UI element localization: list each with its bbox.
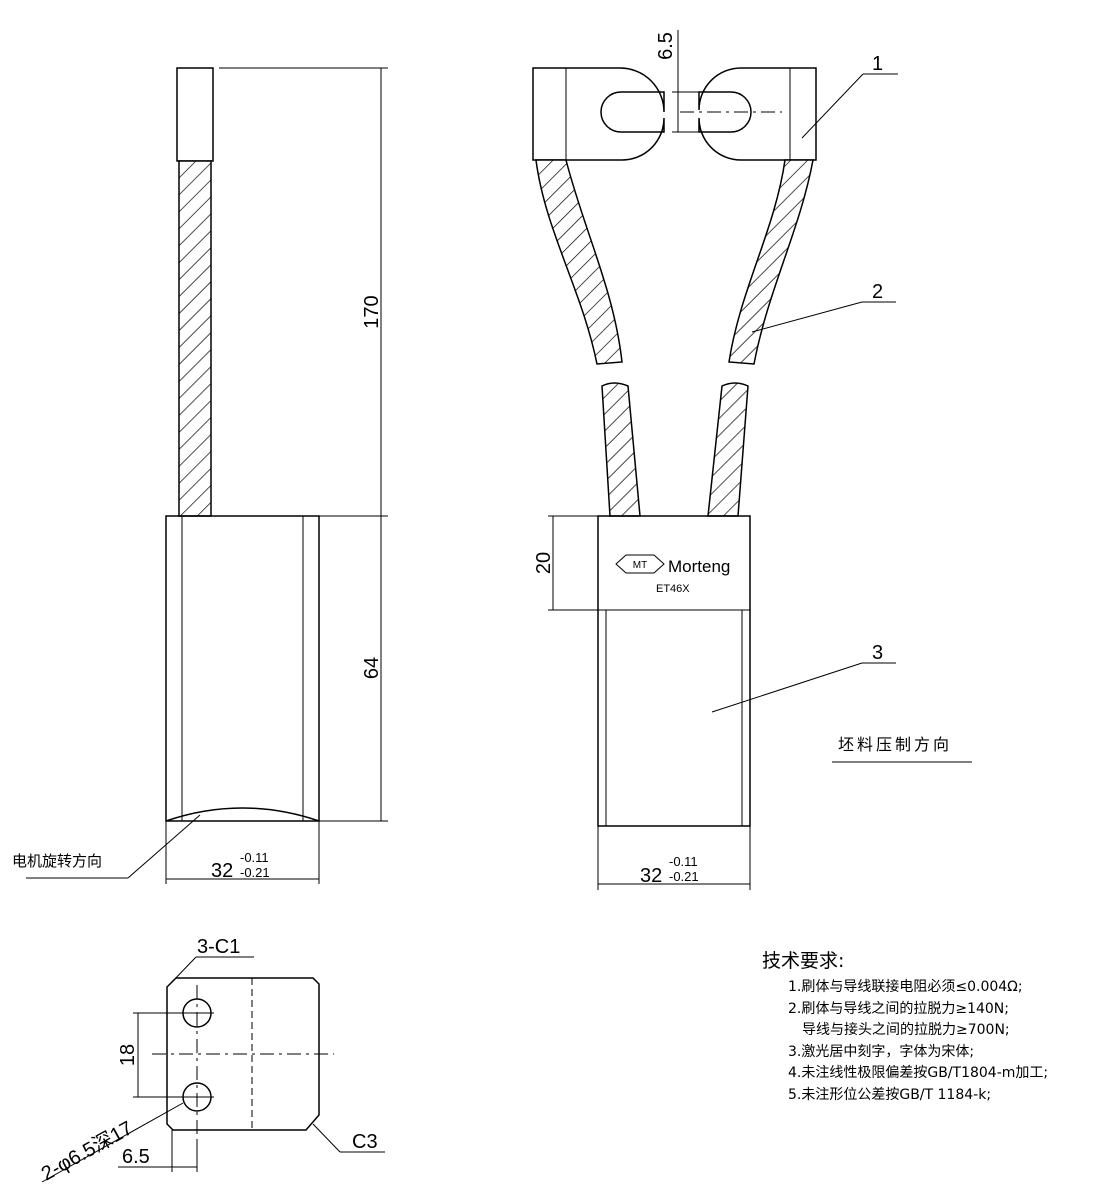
front-terminal	[176, 67, 214, 162]
front-tol-lower: -0.21	[240, 865, 270, 880]
model-code: ET46X	[656, 583, 690, 595]
requirement-item: 1.刷体与导线联接电阻必须≤0.004Ω;	[788, 979, 1023, 995]
dim-gap-6-5: 6.5	[655, 32, 677, 60]
requirement-item: 4.未注线性极限偏差按GB/T1804-m加工;	[788, 1065, 1049, 1081]
right-wire-upper	[728, 159, 814, 365]
side-tol-upper: -0.11	[669, 854, 698, 869]
callout-3: 3	[872, 642, 883, 664]
right-wire-lower	[707, 382, 749, 517]
chamfer-corner-label: C3	[352, 1131, 378, 1153]
dim-20: 20	[533, 552, 555, 574]
left-terminal	[532, 67, 665, 161]
requirement-item: 3.激光居中刻字，字体为宋体;	[788, 1043, 975, 1060]
technical-requirements: 技术要求: 1.刷体与导线联接电阻必须≤0.004Ω; 2.刷体与导线之间的拉脱…	[762, 946, 1048, 1106]
front-tol-upper: -0.11	[240, 850, 269, 865]
right-terminal	[698, 67, 817, 161]
rotation-direction-label: 电机旋转方向	[12, 852, 102, 870]
left-wire-upper	[535, 159, 623, 365]
left-wire-lower	[601, 382, 641, 517]
requirement-item: 导线与接头之间的拉脱力≥700N;	[802, 1022, 1010, 1038]
top-view: 18 6.5 3-C1 C3 2-φ6.5深17	[37, 936, 385, 1185]
callout-2: 2	[872, 281, 883, 303]
dim-170: 170	[361, 295, 383, 328]
svg-text:MT: MT	[633, 560, 647, 571]
dim-6-5-offset: 6.5	[122, 1146, 150, 1168]
dim-18: 18	[117, 1044, 139, 1066]
chamfer-top-label: 3-C1	[197, 936, 240, 958]
requirement-item: 2.刷体与导线之间的拉脱力≥140N;	[788, 1000, 1009, 1017]
brand-name: Morteng	[668, 557, 730, 576]
top-outline	[166, 977, 320, 1131]
dim-64: 64	[361, 657, 383, 679]
callout-1: 1	[872, 53, 883, 75]
brand-logo-icon	[615, 554, 665, 574]
side-view: 6.5 20 MT Morteng ET46X 32 -0.11 -0.21 1	[532, 30, 972, 890]
front-dim-32: 32	[211, 860, 233, 882]
press-direction-label: 坯料压制方向	[838, 735, 952, 754]
front-wire	[178, 160, 212, 517]
front-contact-arc	[165, 807, 320, 822]
side-tol-lower: -0.21	[669, 869, 699, 884]
front-brush-block	[165, 515, 320, 822]
front-view: 170 64 32 -0.11 -0.21 电机旋转方向	[12, 67, 388, 884]
technical-requirements-title: 技术要求:	[762, 950, 845, 972]
side-brush-block	[597, 515, 751, 827]
requirement-item: 5.未注形位公差按GB/T 1184-k;	[788, 1086, 992, 1103]
side-dim-32: 32	[640, 865, 662, 887]
